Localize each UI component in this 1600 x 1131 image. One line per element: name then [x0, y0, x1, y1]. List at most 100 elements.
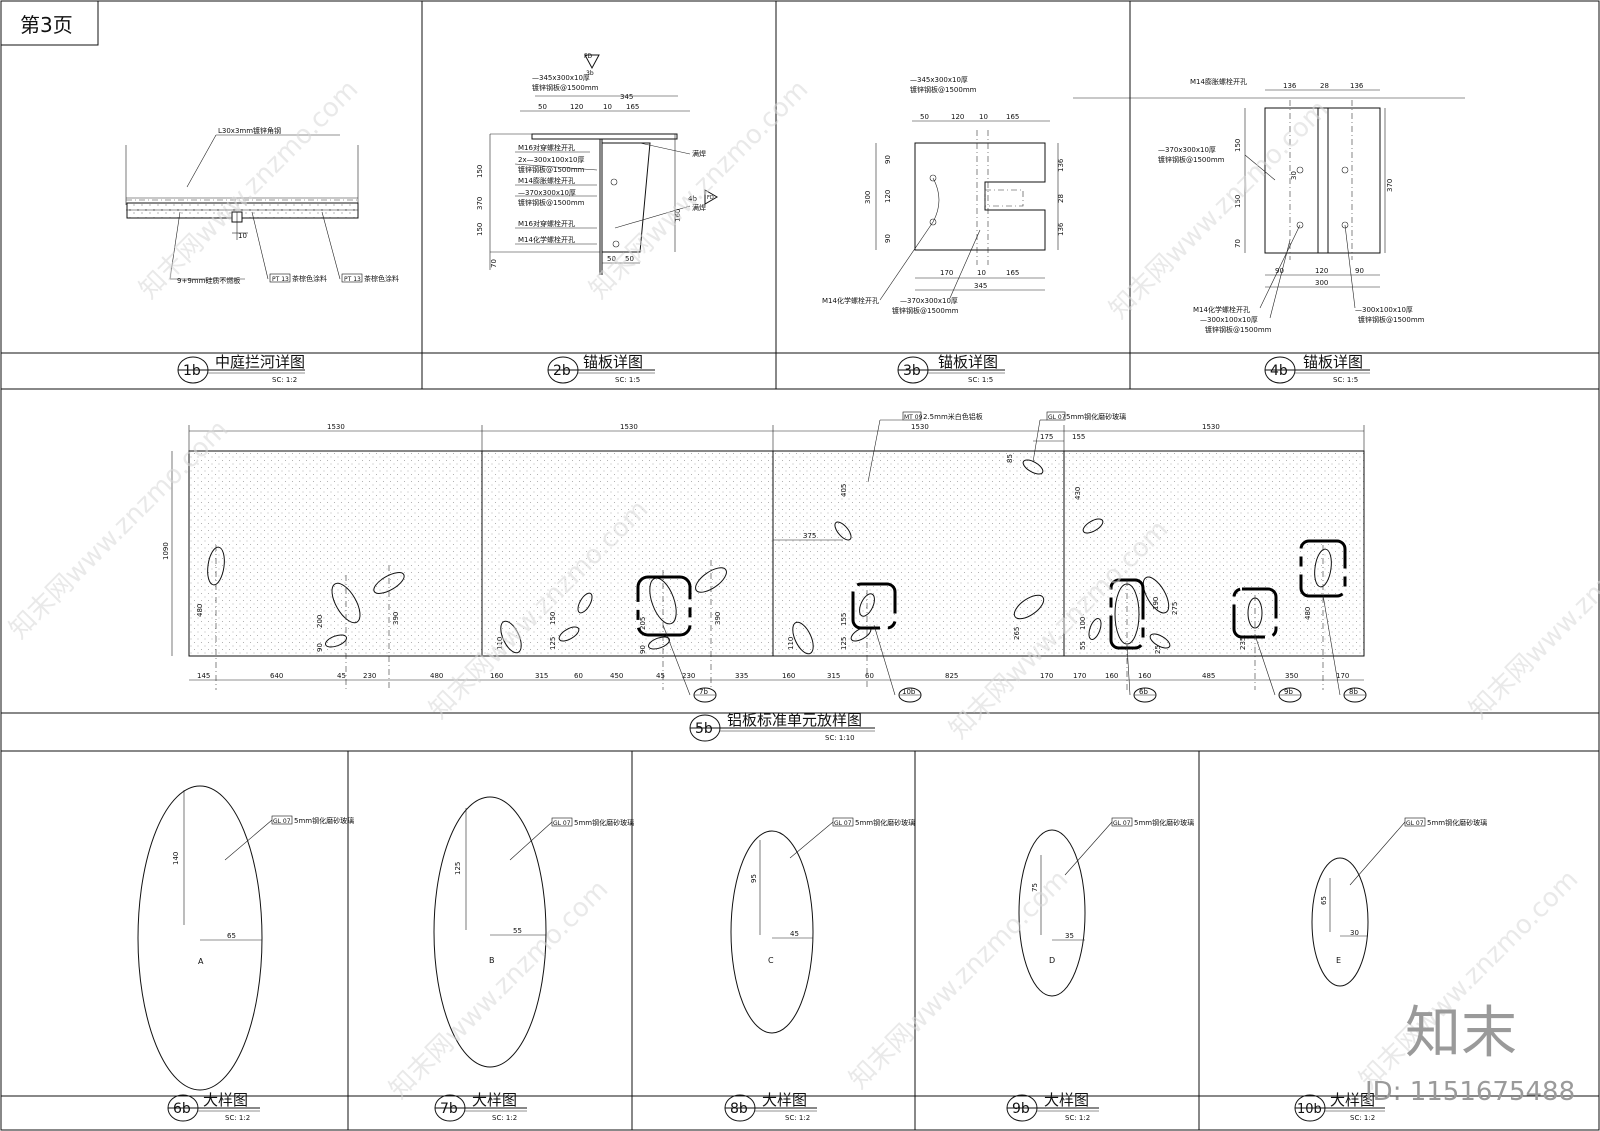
svg-text:30: 30	[1350, 929, 1359, 937]
page-label: 第3页	[0, 0, 99, 46]
svg-text:FD: FD	[707, 195, 714, 201]
svg-text:C: C	[768, 956, 774, 965]
svg-text:10b: 10b	[902, 688, 916, 696]
svg-text:知末网www.znzmo.com: 知末网www.znzmo.com	[844, 864, 1075, 1095]
svg-text:390: 390	[714, 612, 722, 625]
svg-text:160: 160	[674, 209, 682, 222]
svg-text:锚板详图: 锚板详图	[938, 353, 998, 371]
svg-text:30: 30	[1290, 171, 1298, 180]
svg-text:150: 150	[476, 223, 484, 236]
svg-text:5mm钢化磨砂玻璃: 5mm钢化磨砂玻璃	[855, 818, 915, 827]
svg-text:—370x300x10厚: —370x300x10厚	[518, 189, 576, 197]
svg-text:9b: 9b	[1284, 688, 1293, 696]
title-3b: 3b 锚板详图 SC: 1:5	[897, 353, 1005, 384]
svg-text:4b: 4b	[1270, 363, 1288, 379]
title-9b: 9b 大样图 SC: 1:2	[1006, 1091, 1099, 1122]
svg-text:中庭拦河详图: 中庭拦河详图	[215, 353, 305, 371]
svg-text:480: 480	[1304, 607, 1312, 620]
svg-text:知末: 知末	[1405, 1001, 1517, 1066]
svg-text:120: 120	[884, 190, 892, 203]
brand-logo: 知末	[1405, 1001, 1517, 1066]
svg-text:MT 09: MT 09	[904, 414, 923, 421]
svg-text:B: B	[489, 956, 495, 965]
svg-text:镀锌钢板@1500mm: 镀锌钢板@1500mm	[532, 83, 599, 92]
svg-text:90: 90	[639, 645, 647, 654]
svg-text:ID: 1151675488: ID: 1151675488	[1365, 1077, 1575, 1107]
panel-4b-anchor-plate: M14膨胀螺栓开孔 136 28 136 370 150 150 70 30 9…	[1073, 77, 1465, 334]
id-label: ID: 1151675488	[1365, 1077, 1575, 1107]
svg-text:265: 265	[1013, 627, 1021, 640]
svg-text:155: 155	[1072, 433, 1085, 441]
svg-text:485: 485	[1202, 672, 1215, 680]
detail-10b: 65 30 E GL 07 5mm钢化磨砂玻璃	[1311, 817, 1487, 987]
svg-text:120: 120	[570, 103, 583, 111]
svg-text:230: 230	[682, 672, 695, 680]
svg-text:345: 345	[974, 282, 987, 290]
svg-text:825: 825	[945, 672, 958, 680]
svg-text:A: A	[198, 957, 204, 966]
svg-text:1530: 1530	[620, 423, 638, 431]
svg-text:镀锌钢板@1500mm: 镀锌钢板@1500mm	[518, 198, 585, 207]
svg-text:1530: 1530	[327, 423, 345, 431]
svg-text:茶棕色涂料: 茶棕色涂料	[364, 274, 399, 283]
svg-text:190: 190	[1152, 597, 1160, 610]
svg-text:165: 165	[626, 103, 639, 111]
svg-text:28: 28	[1057, 194, 1065, 203]
svg-text:170: 170	[1073, 672, 1086, 680]
svg-text:10: 10	[979, 113, 988, 121]
svg-text:—345x300x10厚: —345x300x10厚	[532, 74, 590, 82]
svg-text:镀锌钢板@1500mm: 镀锌钢板@1500mm	[1158, 155, 1225, 164]
svg-text:170: 170	[1336, 672, 1349, 680]
svg-text:350: 350	[1285, 672, 1298, 680]
svg-text:知末网www.znzmo.com: 知末网www.znzmo.com	[134, 74, 365, 305]
svg-text:SC: 1:5: SC: 1:5	[1333, 376, 1358, 384]
svg-text:—300x100x10厚: —300x100x10厚	[1355, 306, 1413, 314]
svg-text:120: 120	[951, 113, 964, 121]
svg-text:大样图: 大样图	[1330, 1091, 1375, 1109]
svg-text:120: 120	[1315, 267, 1328, 275]
svg-text:GL 07: GL 07	[273, 818, 291, 825]
svg-text:315: 315	[535, 672, 548, 680]
svg-text:75: 75	[1031, 883, 1039, 892]
title-1b: 1b 中庭拦河详图 SC: 1:2	[177, 353, 305, 384]
title-6b: 6b 大样图 SC: 1:2	[167, 1091, 260, 1122]
svg-text:45: 45	[790, 930, 799, 938]
svg-text:70: 70	[1234, 239, 1242, 248]
svg-text:锚板详图: 锚板详图	[583, 353, 643, 371]
svg-text:150: 150	[549, 612, 557, 625]
svg-text:第3页: 第3页	[20, 13, 73, 37]
svg-text:6b: 6b	[173, 1101, 191, 1117]
svg-text:50: 50	[538, 103, 547, 111]
svg-text:90: 90	[1355, 267, 1364, 275]
title-2b: 2b 锚板详图 SC: 1:5	[547, 353, 655, 384]
svg-text:5mm钢化磨砂玻璃: 5mm钢化磨砂玻璃	[1134, 818, 1194, 827]
svg-text:60: 60	[574, 672, 583, 680]
svg-text:28: 28	[1320, 82, 1329, 90]
svg-text:50: 50	[625, 255, 634, 263]
svg-text:SC: 1:2: SC: 1:2	[225, 1114, 250, 1122]
panel-1b-railing-detail: 10 L30x3mm镀锌角钢 9+9mm硅质不燃板 PT 13 茶棕色涂料 PT…	[125, 126, 399, 285]
svg-text:170: 170	[1040, 672, 1053, 680]
svg-text:370: 370	[1386, 179, 1394, 192]
svg-text:GL 07: GL 07	[1113, 820, 1131, 827]
svg-text:175: 175	[1040, 433, 1053, 441]
detail-8b: 95 45 C GL 07 5mm钢化磨砂玻璃	[730, 817, 915, 1034]
svg-text:8b: 8b	[1349, 688, 1358, 696]
svg-text:FD: FD	[584, 53, 592, 60]
svg-text:165: 165	[1006, 113, 1019, 121]
callout-7b: 7b	[662, 624, 717, 703]
svg-text:90: 90	[884, 234, 892, 243]
svg-text:茶棕色涂料: 茶棕色涂料	[292, 274, 327, 283]
svg-text:375: 375	[803, 532, 816, 540]
svg-text:铝板标准单元放样图: 铝板标准单元放样图	[727, 711, 862, 729]
svg-text:370: 370	[476, 197, 484, 210]
svg-text:SC: 1:2: SC: 1:2	[1065, 1114, 1090, 1122]
detail-7b: 125 55 B GL 07 5mm钢化磨砂玻璃	[433, 796, 634, 1068]
svg-text:—370x300x10厚: —370x300x10厚	[900, 297, 958, 305]
svg-text:L30x3mm镀锌角钢: L30x3mm镀锌角钢	[218, 126, 281, 135]
svg-text:镀锌钢板@1500mm: 镀锌钢板@1500mm	[910, 85, 977, 94]
svg-text:50: 50	[607, 255, 616, 263]
svg-text:170: 170	[940, 269, 953, 277]
detail-6b: 140 65 A GL 07 5mm钢化磨砂玻璃	[137, 785, 354, 1091]
